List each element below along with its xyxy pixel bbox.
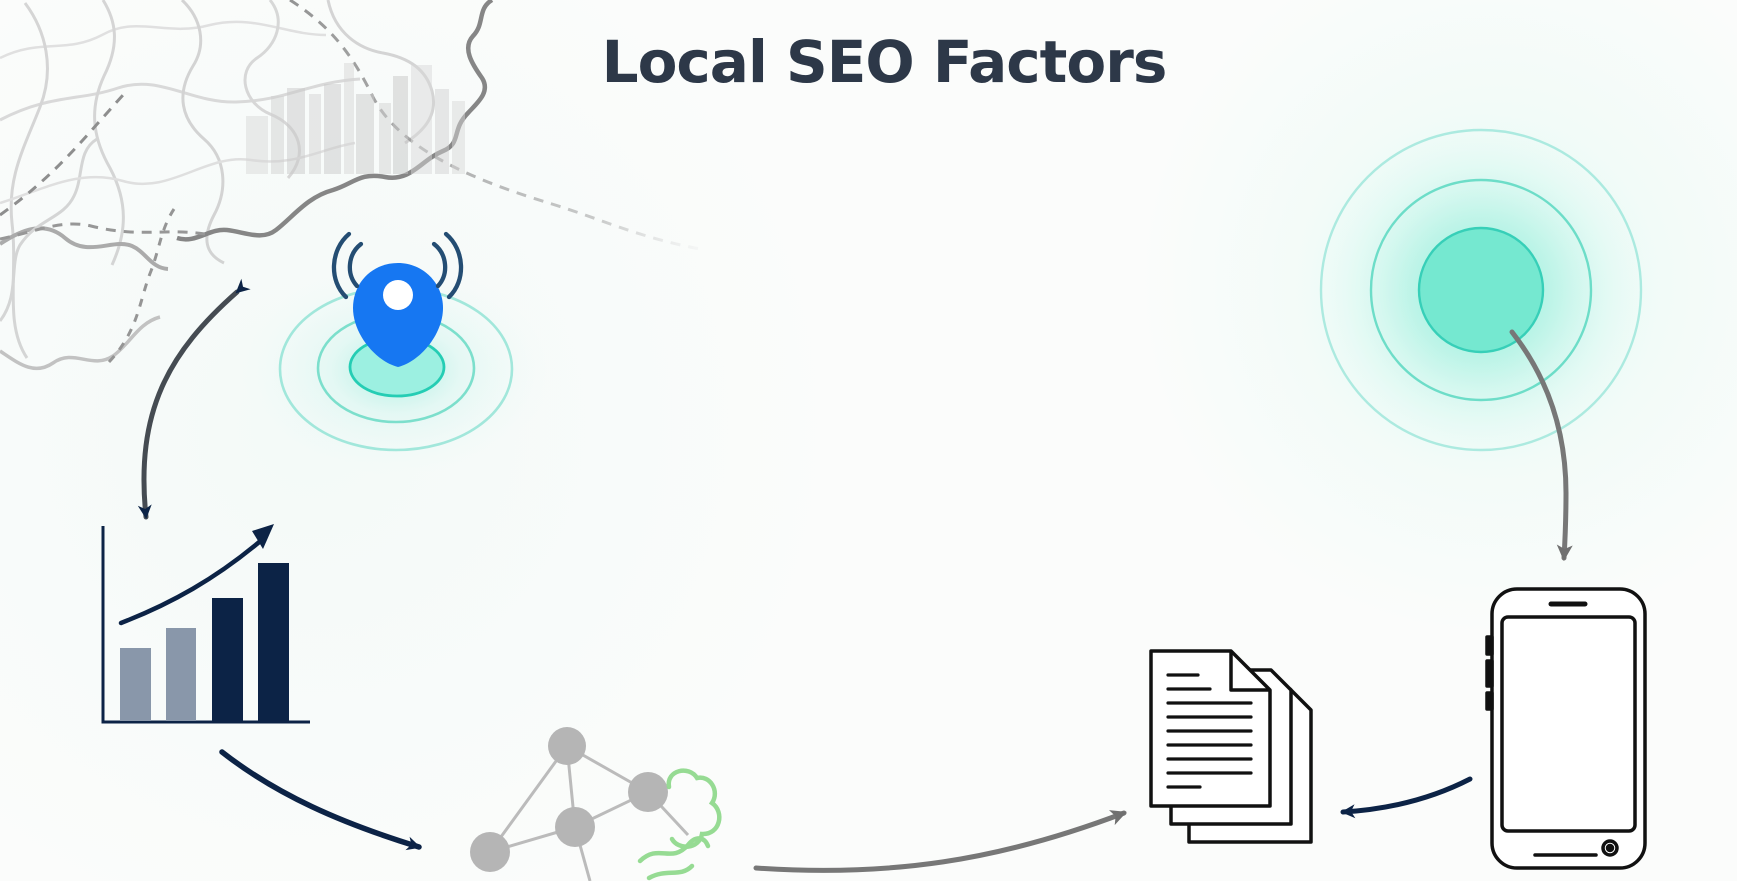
signal-waves-icon xyxy=(331,231,464,300)
network-documents-arrow xyxy=(753,810,1127,873)
skyline-icon xyxy=(246,63,465,174)
documents-icon xyxy=(1149,649,1313,844)
smartphone-icon xyxy=(1485,587,1647,870)
map-icon xyxy=(0,0,701,371)
proximity-rings-icon xyxy=(1295,105,1667,477)
location-pin-icon xyxy=(241,263,551,475)
chart-network-arrow xyxy=(219,749,422,851)
phone-documents-arrow xyxy=(1340,776,1473,819)
network-icon xyxy=(470,727,722,881)
bar-chart-icon xyxy=(101,524,310,724)
rings-phone-arrow xyxy=(1509,329,1573,561)
diagram-title: Local SEO Factors xyxy=(601,28,1168,96)
pin-chart-bidirectional-arrow xyxy=(137,278,251,520)
